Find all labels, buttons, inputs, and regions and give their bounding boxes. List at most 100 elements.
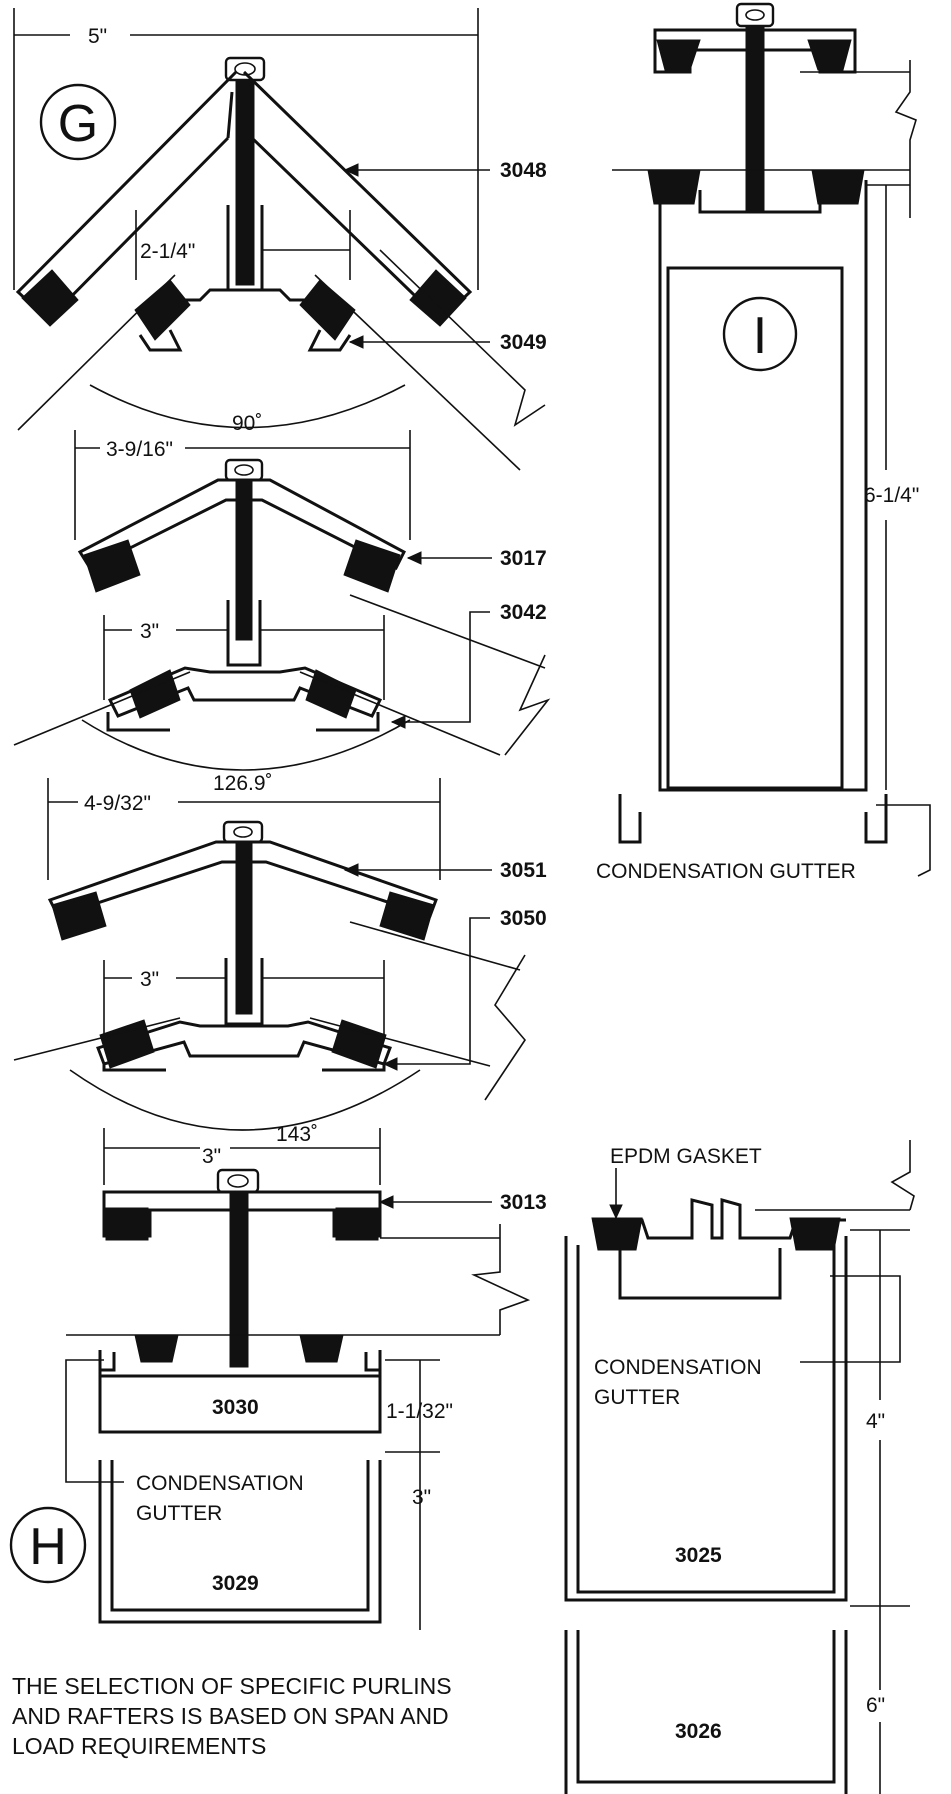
- i-gutter-channels: [618, 794, 888, 844]
- mid2-base-gasket-left: [99, 1019, 155, 1069]
- h-cap-gasket-right: [335, 1207, 379, 1241]
- right-lower-rafter: [564, 1630, 848, 1794]
- h-bolt-head: [216, 1168, 260, 1194]
- right-lower-height-label: 6": [866, 1694, 885, 1717]
- h-purlin-height-label: 1-1/32": [386, 1400, 453, 1423]
- mid2-width-label: 4-9/32": [84, 792, 151, 815]
- i-bolt-shaft: [745, 25, 765, 212]
- right-gasket-label: EPDM GASKET: [610, 1145, 762, 1168]
- h-lower-height-label: 3": [412, 1486, 431, 1509]
- g-angle-label: 90˚: [232, 412, 262, 435]
- mid2-base-gasket-right: [331, 1019, 387, 1069]
- right-upper-height-label: 4": [866, 1410, 885, 1433]
- i-gasket-left: [647, 169, 701, 205]
- g-base-feet: [138, 329, 352, 352]
- mid1-bolt-shaft: [235, 479, 253, 641]
- g-inner-width-label: 2-1/4": [140, 240, 195, 263]
- mid2-base-feet: [102, 1064, 386, 1072]
- mid1-base-gasket-right: [305, 669, 357, 719]
- i-rafter-outer: [658, 180, 868, 792]
- detail-h: 3" 3030 1-1/32" 3" 3029 CONDENSATION GUT…: [9, 1128, 547, 1630]
- mid2-boss: [224, 958, 264, 1026]
- h-cap-gasket-left: [105, 1207, 149, 1241]
- i-gasket-right: [811, 169, 865, 205]
- mid1-angle-label: 126.9˚: [213, 772, 273, 795]
- mid1-inner-width-label: 3": [140, 620, 159, 643]
- detail-143: 4-9/32" 3" 143˚ 3051 3050: [13, 778, 547, 1146]
- mid2-gasket-left: [51, 891, 107, 941]
- g-cap-part-number: 3048: [500, 159, 547, 182]
- h-base-gasket-right: [299, 1334, 344, 1363]
- note-line-1: THE SELECTION OF SPECIFIC PURLINS: [12, 1673, 452, 1699]
- right-upper-part-number: 3025: [675, 1544, 722, 1567]
- mid1-bolt-head: [224, 458, 264, 482]
- detail-i-marker: [722, 296, 798, 372]
- detail-i: I 6-1/4" CONDENSATION GUTTER: [596, 2, 931, 883]
- mid2-angle-arc: [69, 1069, 421, 1131]
- h-lower-part-number: 3029: [212, 1572, 259, 1595]
- i-height-label: 6-1/4": [864, 484, 919, 507]
- mid2-break-line: [484, 954, 527, 1101]
- h-cap-part-number: 3013: [500, 1191, 547, 1214]
- i-cap-gasket-left: [656, 39, 701, 71]
- i-bolt-head: [735, 2, 775, 28]
- h-bolt-shaft: [229, 1191, 249, 1368]
- g-angle-arc: [89, 384, 406, 429]
- mid1-angle-arc: [81, 719, 411, 771]
- mid2-gasket-right: [379, 891, 435, 941]
- detail-g: 5" G 2-1/4" 90˚: [13, 8, 547, 471]
- g-width-label: 5": [88, 25, 107, 48]
- g-base-gasket-left: [134, 279, 191, 341]
- h-break-line: [471, 1224, 531, 1335]
- mid1-base: [107, 666, 383, 718]
- h-purlin-part-number: 3030: [212, 1396, 259, 1419]
- detail-right-lower: EPDM GASKET 3025 CONDENSATION GUTTER 302…: [564, 1140, 915, 1794]
- mid1-break-line: [504, 654, 551, 756]
- i-gutter-label: CONDENSATION GUTTER: [596, 860, 856, 883]
- mid1-base-feet: [106, 712, 380, 732]
- mid2-bolt-shaft: [235, 841, 253, 1015]
- mid1-gasket-left: [83, 539, 141, 593]
- mid2-bolt-head: [222, 820, 264, 844]
- i-cap-gasket-right: [807, 39, 852, 71]
- detail-g-letter: G: [58, 95, 98, 153]
- note-line-2: AND RAFTERS IS BASED ON SPAN AND: [12, 1703, 449, 1729]
- detail-126-9: 3-9/16" 3" 126.9˚ 3017 3042: [13, 430, 551, 795]
- selection-note: THE SELECTION OF SPECIFIC PURLINS AND RA…: [12, 1673, 452, 1759]
- mid2-base-part-number: 3050: [500, 907, 547, 930]
- g-base-gasket-right: [299, 279, 356, 341]
- detail-h-marker: [9, 1506, 87, 1584]
- h-gutter-label-2: GUTTER: [136, 1502, 222, 1525]
- right-lower-part-number: 3026: [675, 1720, 722, 1743]
- g-bolt-shaft: [235, 79, 255, 286]
- right-break-line: [890, 1140, 915, 1211]
- mid1-base-part-number: 3042: [500, 601, 547, 624]
- mid2-inner-width-label: 3": [140, 968, 159, 991]
- mid2-cap-part-number: 3051: [500, 859, 547, 882]
- right-gutter-label-2: GUTTER: [594, 1386, 680, 1409]
- i-break-line: [894, 60, 917, 218]
- right-upper-rafter: [564, 1236, 848, 1602]
- h-lower-section: [98, 1460, 382, 1624]
- mid1-cap-part-number: 3017: [500, 547, 547, 570]
- mid1-width-label: 3-9/16": [106, 438, 173, 461]
- mid1-gasket-right: [343, 539, 401, 593]
- g-base-part-number: 3049: [500, 331, 547, 354]
- note-line-3: LOAD REQUIREMENTS: [12, 1733, 266, 1759]
- i-rafter-inner: [666, 266, 844, 790]
- h-gutter-label-1: CONDENSATION: [136, 1472, 304, 1495]
- right-gasket-left: [591, 1217, 643, 1251]
- mid1-boss: [226, 600, 262, 667]
- detail-i-letter: I: [753, 307, 767, 365]
- detail-g-marker: [39, 83, 117, 161]
- h-gutter-channels: [98, 1352, 382, 1372]
- g-base-top: [150, 288, 340, 302]
- h-width-label: 3": [202, 1145, 221, 1168]
- g-gasket-left: [21, 269, 79, 327]
- right-gutter-label-1: CONDENSATION: [594, 1356, 762, 1379]
- h-base-gasket-left: [134, 1334, 179, 1363]
- h-purlin-outline: [98, 1350, 382, 1434]
- right-cap: [592, 1198, 846, 1240]
- g-break-line: [379, 249, 546, 427]
